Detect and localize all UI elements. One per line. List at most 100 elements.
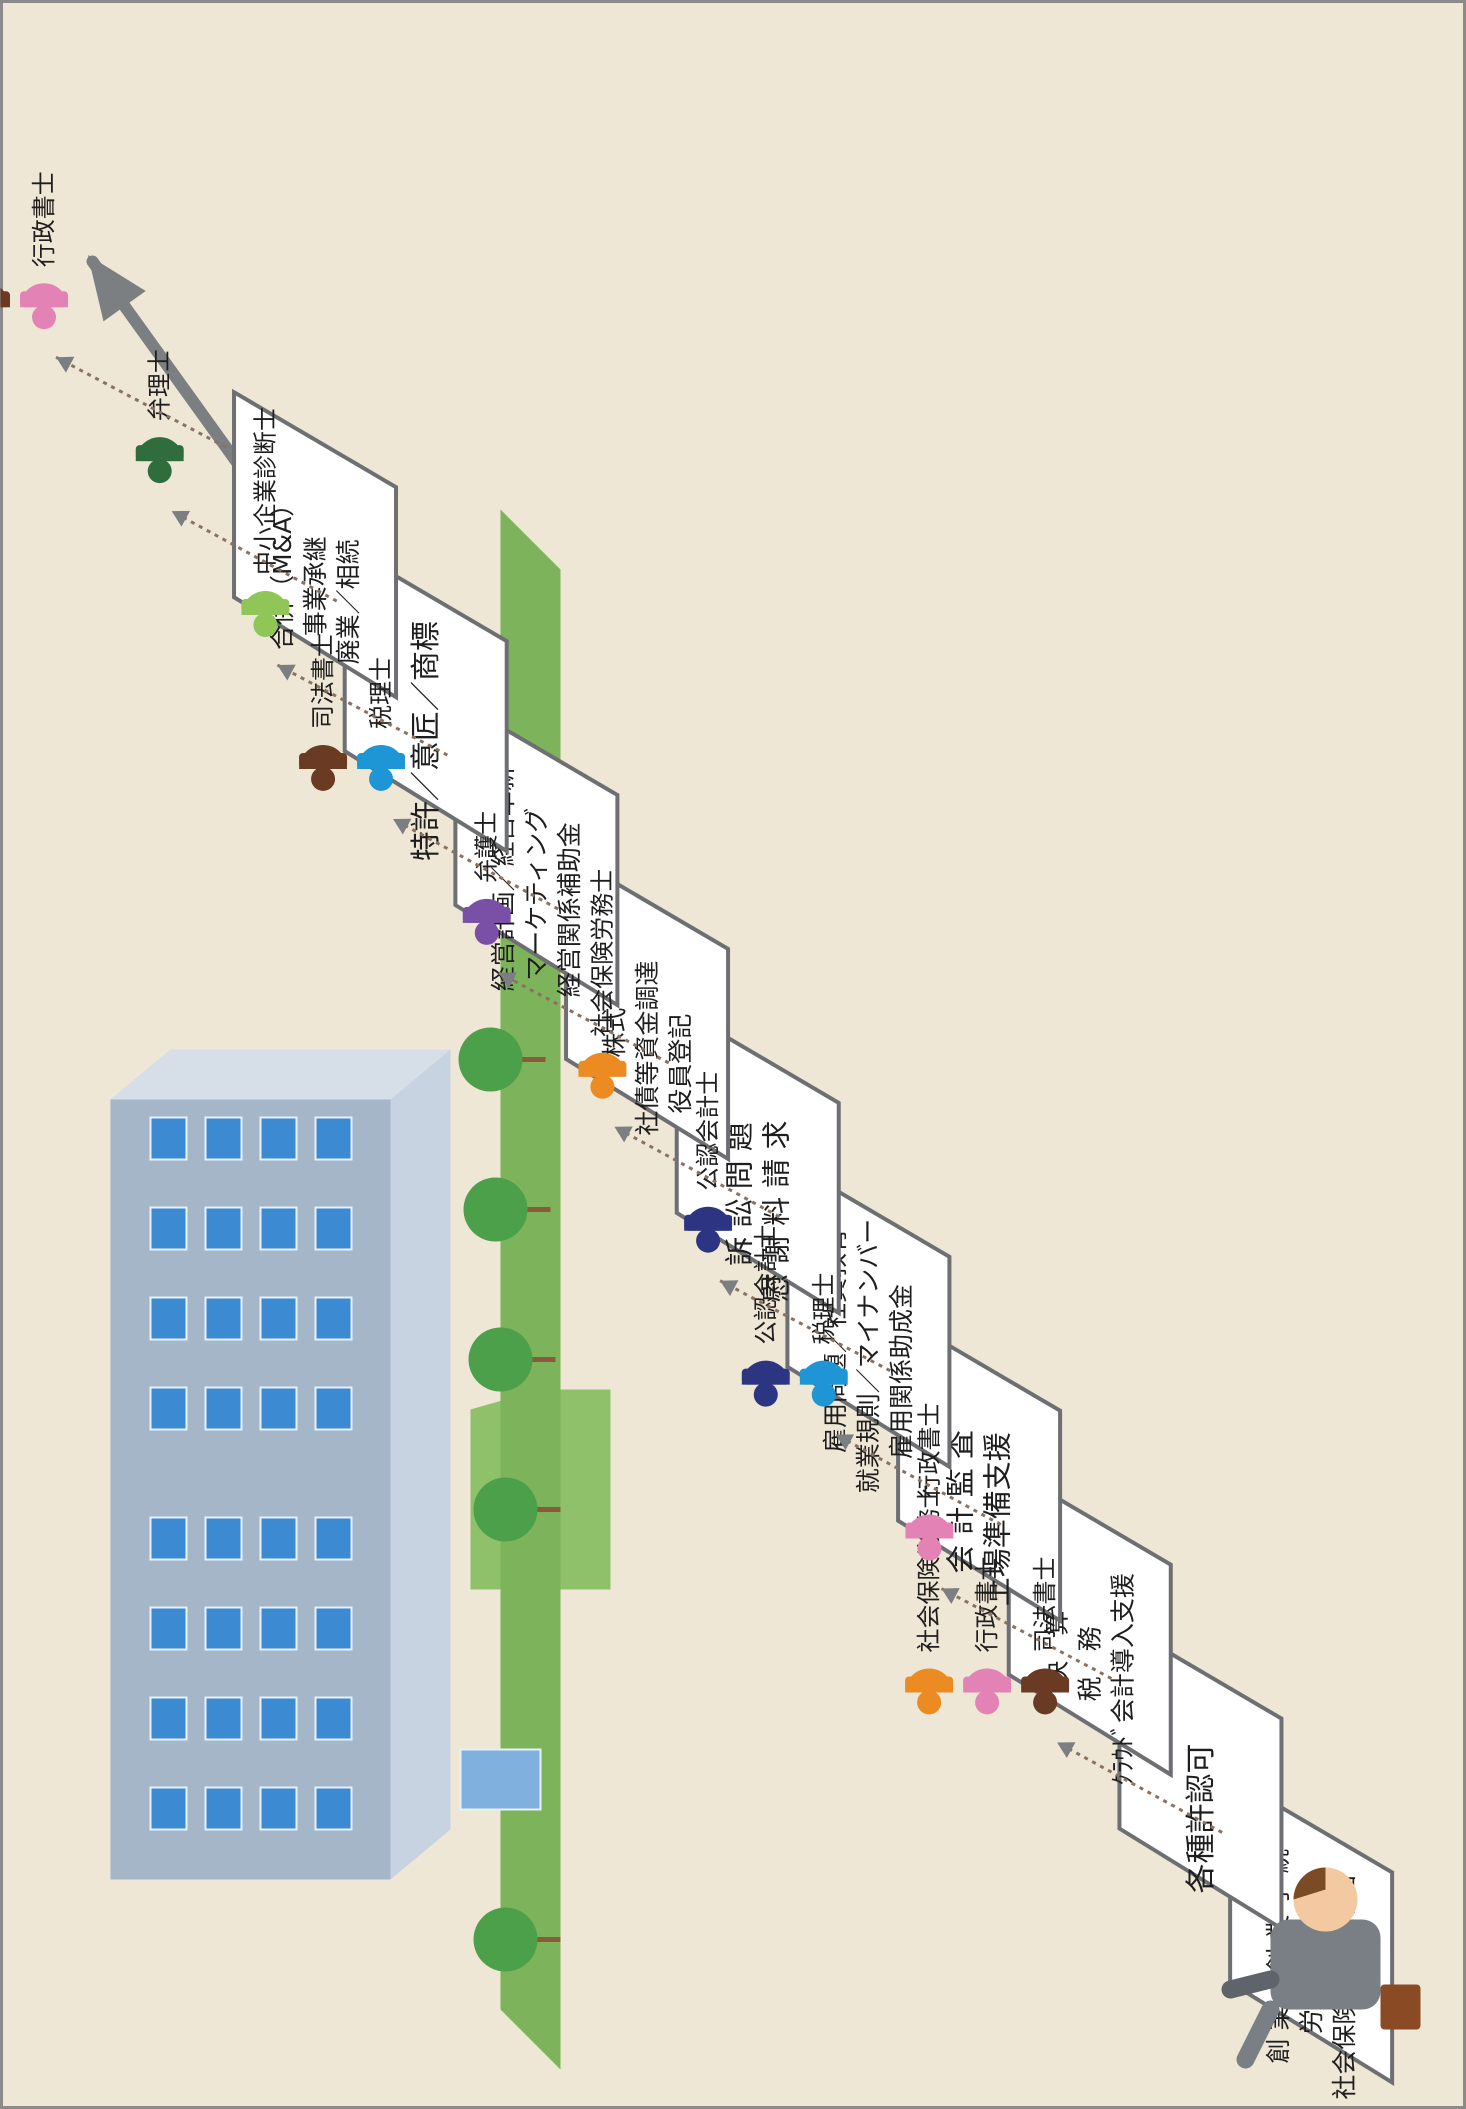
window-icon <box>260 1207 296 1249</box>
professional-label: 税理士 <box>809 1272 837 1344</box>
window-icon <box>260 1117 296 1159</box>
window-icon <box>150 1787 186 1829</box>
window-icon <box>260 1387 296 1429</box>
person-body-icon <box>799 1368 847 1384</box>
person-body-icon <box>684 1214 732 1230</box>
connector-arrow-head <box>277 664 295 680</box>
stage-label-line: マーケティング <box>522 807 551 980</box>
person-body-icon <box>741 1368 789 1384</box>
window-icon <box>150 1517 186 1559</box>
stage-label-line: 経営関係補助金 <box>555 822 584 997</box>
person-head-icon <box>147 459 171 483</box>
window-icon <box>150 1117 186 1159</box>
stage-label-line: 廃業／相続 <box>333 539 362 664</box>
window-icon <box>315 1297 351 1339</box>
person-body-icon <box>357 752 405 768</box>
stage-label-line: 税 務 <box>1075 1626 1104 1701</box>
person-head-icon <box>975 1690 999 1714</box>
building-roof-edge <box>110 1049 450 1099</box>
professional-label: 社会保険労務士 <box>588 868 616 1036</box>
person-body-icon <box>905 1676 953 1692</box>
professional-label: 行政書士 <box>973 1556 1001 1652</box>
window-icon <box>150 1697 186 1739</box>
window-icon <box>260 1697 296 1739</box>
window-icon <box>315 1117 351 1159</box>
window-icon <box>150 1297 186 1339</box>
window-icon <box>315 1207 351 1249</box>
window-icon <box>315 1697 351 1739</box>
window-icon <box>205 1117 241 1159</box>
stage-label-line: ｸﾗｳﾄﾞ会計導入支援 <box>1108 1573 1137 1786</box>
spine-arrow-head <box>87 255 145 321</box>
window-icon <box>205 1787 241 1829</box>
professional-label: 公認会計士 <box>751 1224 779 1344</box>
person-body-icon <box>0 291 10 307</box>
businessman-suit <box>1270 1919 1380 2009</box>
tree-icon <box>468 1327 532 1391</box>
person-head-icon <box>32 305 56 329</box>
stage-label-line: 特許／意匠／商標 <box>409 621 444 861</box>
person-head-icon <box>753 1382 777 1406</box>
businessman-leg <box>1230 1979 1270 1989</box>
person-body-icon <box>905 1522 953 1538</box>
window-icon <box>260 1517 296 1559</box>
professional-label: 司法書士 <box>1031 1556 1059 1652</box>
person-body-icon <box>135 445 183 461</box>
person-head-icon <box>474 920 498 944</box>
stage-label-line: 社債等資金調達 <box>632 960 661 1135</box>
person-body-icon <box>963 1676 1011 1692</box>
tree-icon <box>473 1907 537 1971</box>
person-body-icon <box>299 752 347 768</box>
window-icon <box>205 1207 241 1249</box>
professional-pink: 行政書士 <box>20 171 68 329</box>
tree-icon <box>463 1177 527 1241</box>
stage-label-line: 就業規則／マイナンバー <box>854 1218 883 1493</box>
window-icon <box>260 1787 296 1829</box>
person-body-icon <box>1021 1676 1069 1692</box>
briefcase-icon <box>1380 1984 1420 2029</box>
person-head-icon <box>311 766 335 790</box>
window-icon <box>315 1787 351 1829</box>
tree-icon <box>458 1027 522 1091</box>
professional-label: 司法書士 <box>309 632 337 728</box>
person-body-icon <box>241 599 289 615</box>
connector-arrow-head <box>720 1280 738 1296</box>
person-body-icon <box>578 1060 626 1076</box>
window-icon <box>205 1697 241 1739</box>
person-head-icon <box>253 613 277 637</box>
window-icon <box>315 1607 351 1649</box>
entrance-door <box>460 1749 540 1809</box>
professional-label: 税理士 <box>367 656 395 728</box>
person-head-icon <box>917 1690 941 1714</box>
professional-brown: 司法書士 <box>0 171 10 329</box>
stage-label-line: 各種許認可 <box>1183 1743 1218 1893</box>
professional-label: 中小企業診断士 <box>251 407 279 575</box>
professional-label: 弁理士 <box>145 349 173 421</box>
connector-arrow-head <box>56 356 74 372</box>
window-icon <box>260 1297 296 1339</box>
stage-label-line: 役員登記 <box>665 1013 694 1113</box>
stage-label-line: 雇用関係助成金 <box>887 1283 916 1458</box>
connector-arrow-head <box>941 1588 959 1604</box>
person-head-icon <box>696 1228 720 1252</box>
person-body-icon <box>20 291 68 307</box>
window-icon <box>315 1517 351 1559</box>
window-icon <box>150 1607 186 1649</box>
professional-label: 社会保険労務士 <box>915 1484 943 1652</box>
window-icon <box>150 1207 186 1249</box>
professional-label: 行政書士 <box>915 1402 943 1498</box>
window-icon <box>205 1387 241 1429</box>
window-icon <box>315 1387 351 1429</box>
window-icon <box>260 1607 296 1649</box>
window-icon <box>205 1607 241 1649</box>
window-icon <box>205 1517 241 1559</box>
window-icon <box>150 1387 186 1429</box>
stage-label-line: 事業承継 <box>300 536 329 636</box>
professional-label: 弁護士 <box>472 810 500 882</box>
person-body-icon <box>462 906 510 922</box>
professional-label: 行政書士 <box>30 171 58 267</box>
window-icon <box>205 1297 241 1339</box>
